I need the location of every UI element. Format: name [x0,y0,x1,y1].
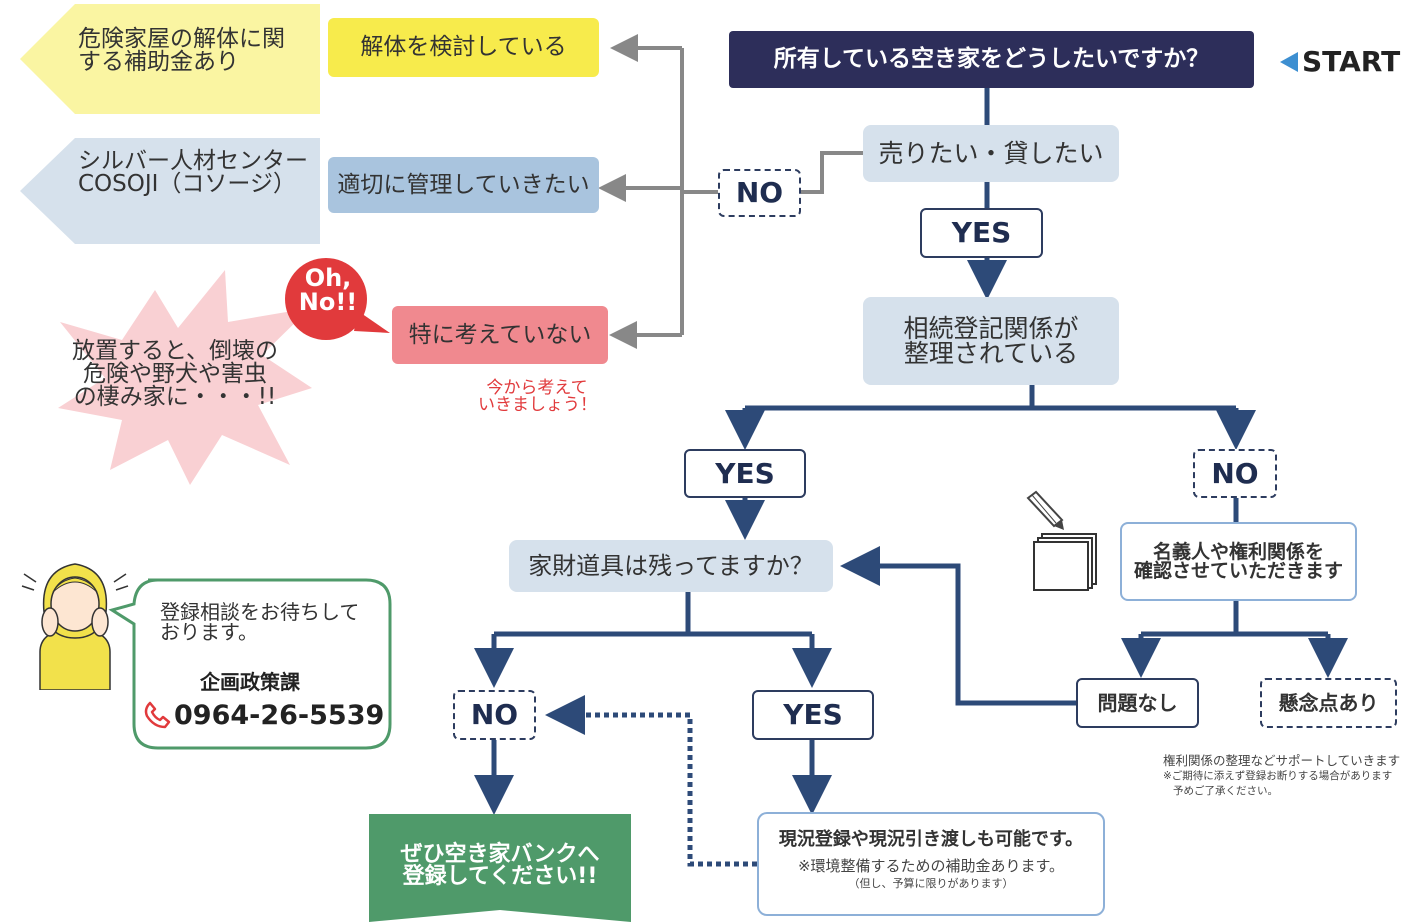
danger-warning-line-1: 放置すると、倒壊の [71,338,279,364]
no-mid-box: NO [1193,449,1277,498]
silver-center-text: シルバー人材センター COSOJI（コソージ） [78,150,308,196]
demolition-subsidy-shape [20,4,320,114]
no-left-box: NO [453,690,536,740]
oh-no-bubble-shape [285,258,390,340]
yes-mid-box: YES [684,449,806,498]
contact-message-line-1: 登録相談をお待ちして [160,600,360,624]
confirm-holder-line-1: 名義人や権利関係を [1152,540,1324,563]
think-now-line-2: いきましょう！ [478,395,597,415]
think-now-line-1: 今から考えて [486,378,588,398]
sell-rent-box: 売りたい・貸したい [863,125,1119,182]
contact-bubble-shape [108,578,392,750]
silver-center-line-1: シルバー人材センター [78,148,308,174]
oh-no-line-2: No!! [298,288,358,316]
contact-dept: 企画政策課 [200,670,300,694]
option-demolish-label: 解体を検討している [360,34,567,60]
current-status-budget-note: （但し、予算に限りがあります） [848,877,1014,890]
think-now-text: 今から考えて いきましょう！ [478,378,597,415]
silver-center-line-2: COSOJI（コソージ） [78,171,296,197]
option-nothing-label: 特に考えていない [408,321,592,348]
start-question-box: 所有している空き家をどうしたいですか？ [729,31,1254,88]
contact-message: 登録相談をお待ちして おります。 [160,602,359,642]
no-mid-label: NO [1211,456,1259,490]
confirm-holder-box: 名義人や権利関係を 確認させていただきます [1120,522,1357,601]
current-status-subsidy: ※環境整備するための補助金あります。 [797,857,1065,875]
inheritance-line-1: 相続登記関係が [903,314,1079,343]
no-problem-box: 問題なし [1076,678,1199,728]
yes-right-box: YES [752,690,874,740]
pencil-icon [1026,490,1064,530]
register-bank-line-1: ぜひ空き家バンクへ [400,842,600,867]
option-manage-label: 適切に管理していきたい [337,171,590,198]
danger-warning-text: 放置すると、倒壊の 危険や野犬や害虫 の棲み家に・・・!! [70,340,280,409]
yes-top-label: YES [951,216,1012,249]
contact-phone-number[interactable]: 0964-26-5539 [174,699,385,731]
register-bank-line-2: 登録してください!! [402,864,598,889]
silver-center-shape [20,138,320,244]
option-demolish-box: 解体を検討している [328,18,599,77]
no-top-box: NO [718,169,801,217]
current-status-box: 現況登録や現況引き渡しも可能です。 ※環境整備するための補助金あります。 （但し… [757,812,1105,916]
contact-message-line-2: おります。 [160,620,258,644]
yes-top-box: YES [920,208,1043,258]
phone-icon [144,701,171,729]
option-manage-box: 適切に管理していきたい [328,157,599,213]
support-note-line-3: 予めご了承ください。 [1173,785,1278,797]
yes-mid-label: YES [715,456,775,490]
demolition-subsidy-line-1: 危険家屋の解体に関 [78,26,285,52]
inheritance-box: 相続登記関係が 整理されている [863,297,1119,385]
support-note-line-1: 権利関係の整理などサポートしていきます [1163,753,1401,768]
no-left-label: NO [470,698,519,731]
danger-burst-shape [58,270,312,485]
documents-illustration [1026,490,1097,591]
yes-right-label: YES [783,698,843,731]
no-top-label: NO [735,176,784,209]
demolition-subsidy-line-2: する補助金あり [78,49,239,75]
option-nothing-box: 特に考えていない [392,306,608,364]
concern-box: 懸念点あり [1260,678,1397,728]
current-status-title: 現況登録や現況引き渡しも可能です。 [778,829,1084,850]
danger-warning-line-2: 危険や野犬や害虫 [83,361,267,387]
sell-rent-label: 売りたい・貸したい [878,139,1104,168]
start-label: START [1302,45,1401,78]
start-question: 所有している空き家をどうしたいですか？ [773,46,1210,72]
confirm-holder-line-2: 確認させていただきます [1133,559,1343,582]
start-arrow-icon [1280,52,1298,72]
documents-icon [1033,533,1097,591]
register-bank-box: ぜひ空き家バンクへ 登録してください!! [369,828,631,904]
inheritance-line-2: 整理されている [903,339,1079,368]
register-bank-banner-shape [369,814,631,922]
danger-warning-line-3: の棲み家に・・・!! [73,384,277,410]
contact-phone: 0964-26-5539 [142,700,384,730]
concern-label: 懸念点あり [1278,691,1379,715]
oh-no-line-1: Oh, [304,264,352,292]
support-note: 権利関係の整理などサポートしていきます ※ご期待に添えず登録お断りする場合があり… [1163,752,1413,799]
oh-no-text: Oh, No!! [284,266,372,314]
start-marker: START [1278,48,1400,76]
demolition-subsidy-text: 危険家屋の解体に関 する補助金あり [78,28,285,74]
belongings-question: 家財道具は残ってますか？ [528,552,814,580]
no-problem-label: 問題なし [1097,691,1178,715]
belongings-question-box: 家財道具は残ってますか？ [509,540,833,592]
support-note-line-2: ※ご期待に添えず登録お断りする場合があります [1163,770,1393,782]
person-illustration [21,563,129,690]
